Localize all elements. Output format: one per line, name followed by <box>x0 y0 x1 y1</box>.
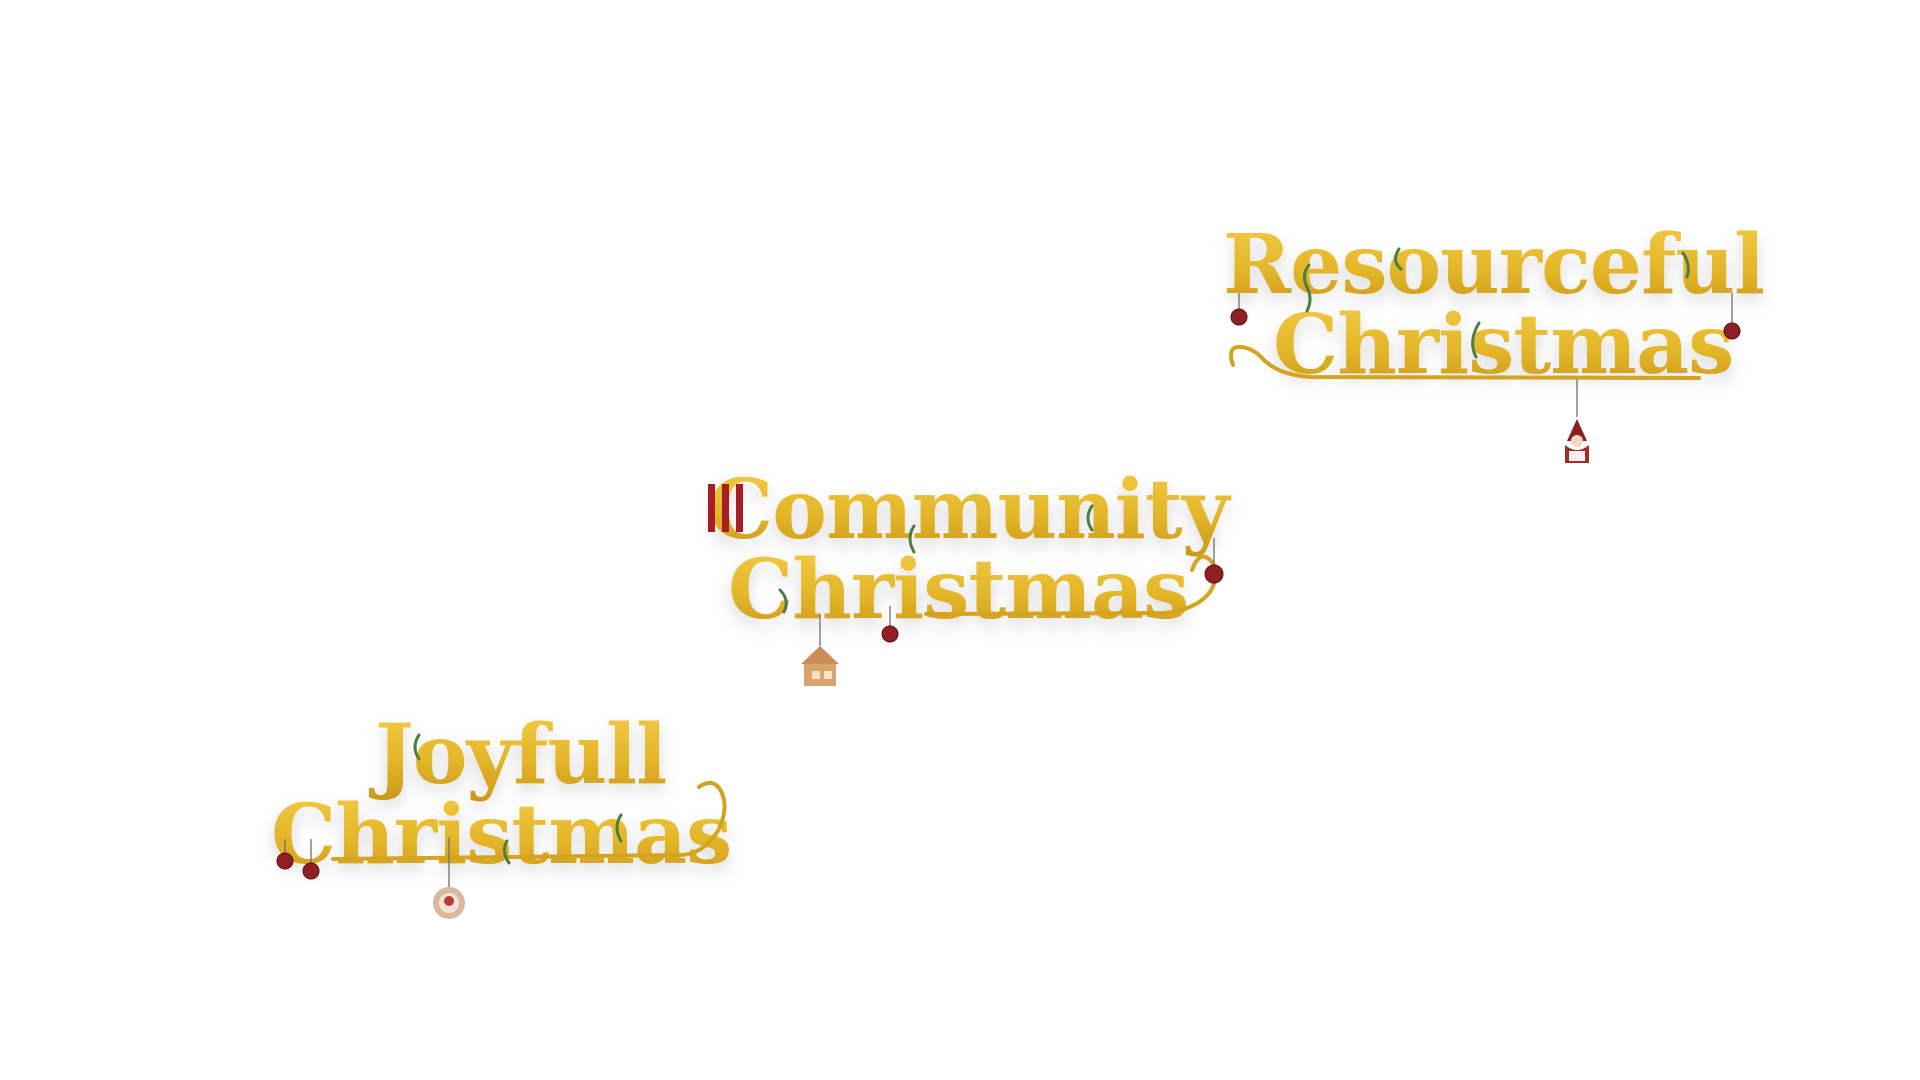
bauble-icon <box>881 625 899 643</box>
holly-leaf-icon <box>615 813 623 843</box>
title-line-2: Christmas <box>271 787 731 883</box>
candy-stripe-icon <box>708 484 743 532</box>
bauble-icon <box>276 852 294 870</box>
bauble-icon <box>302 862 320 880</box>
holly-leaf-icon <box>413 733 421 761</box>
title-group-community: Community Christmas <box>700 450 1320 770</box>
bauble-icon <box>1204 564 1224 584</box>
title-line-2: Christmas <box>728 542 1188 638</box>
santa-ornament-icon <box>1565 419 1589 463</box>
title-group-community-svg: Community Christmas <box>708 462 1233 686</box>
title-line-1: Resourceful <box>1223 217 1764 313</box>
title-line-1: Community <box>708 462 1232 558</box>
santa-wreath-ornament-icon <box>433 887 465 919</box>
holly-leaf-icon <box>908 524 916 554</box>
title-group-joyfull: Joyfull Christmas <box>265 695 885 1015</box>
gingerbread-house-ornament-icon <box>801 646 839 686</box>
title-group-resourceful: Resourceful Christmas <box>1215 205 1835 525</box>
holly-leaf-icon <box>1471 321 1481 359</box>
holly-leaf-icon <box>502 839 511 865</box>
holly-leaf-icon <box>1681 251 1690 279</box>
title-group-joyfull-svg: Joyfull Christmas <box>271 707 732 919</box>
gold-underline-swoosh <box>1229 344 1701 380</box>
holly-leaf-icon <box>1394 247 1403 271</box>
bauble-icon <box>1723 322 1741 340</box>
bauble-icon <box>1230 308 1248 326</box>
holly-leaf-icon <box>1302 263 1312 313</box>
title-line-1: Joyfull <box>369 707 666 803</box>
holly-leaf-icon <box>778 588 788 614</box>
title-group-resourceful-svg: Resourceful Christmas <box>1223 217 1765 463</box>
holly-leaf-icon <box>1086 504 1094 532</box>
gold-underline-swoosh <box>331 780 727 861</box>
